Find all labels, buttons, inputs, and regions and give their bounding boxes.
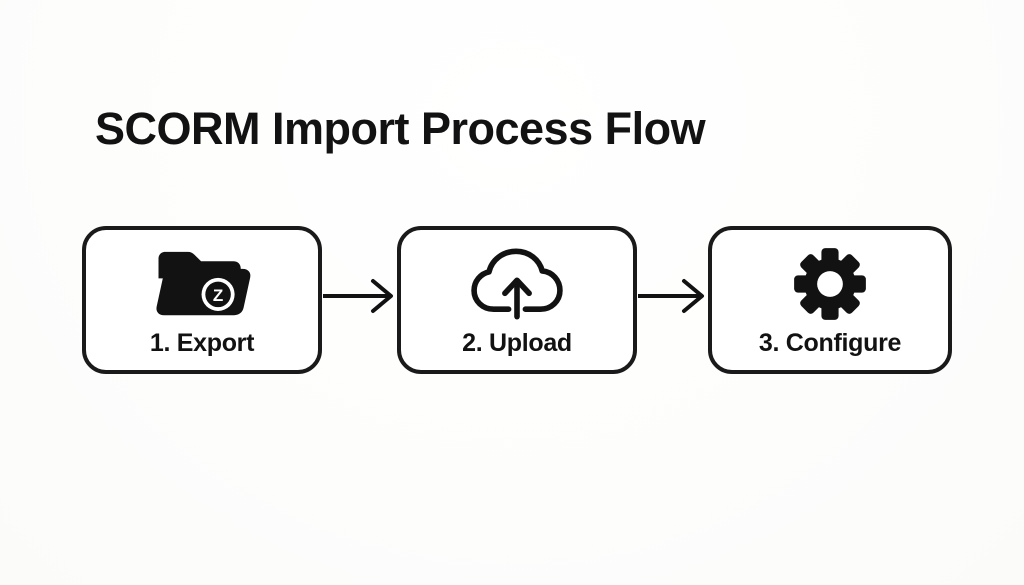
badge-letter: Z (213, 285, 223, 304)
step-box-upload: 2. Upload (397, 226, 637, 374)
flow-arrow-1 (323, 279, 393, 313)
gear-icon (791, 243, 869, 325)
cloud-upload-icon (465, 243, 569, 325)
diagram-title: SCORM Import Process Flow (95, 103, 706, 154)
step-label-export: 1. Export (149, 328, 255, 357)
step-label-upload: 2. Upload (462, 328, 572, 357)
flow-arrow-2 (638, 279, 704, 313)
folder-export-icon: Z (150, 243, 254, 325)
step-box-export: Z 1. Export (82, 226, 322, 374)
step-box-configure: 3. Configure (708, 226, 952, 374)
step-label-configure: 3. Configure (758, 328, 902, 357)
